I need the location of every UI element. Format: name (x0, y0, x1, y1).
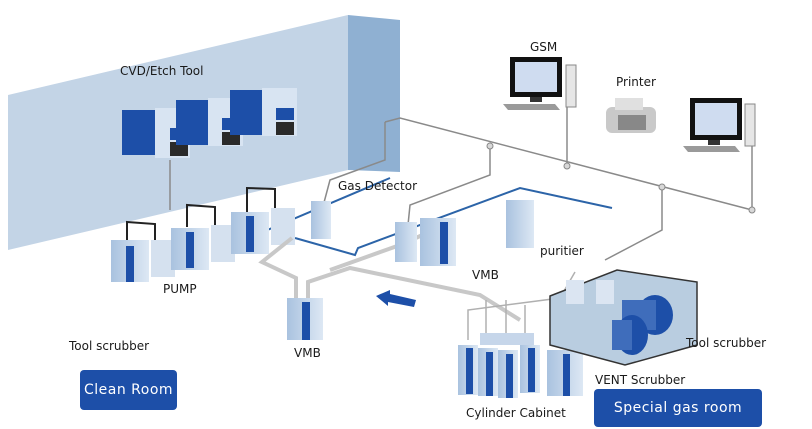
label-vent-scrubber: VENT Scrubber (595, 373, 686, 387)
vmb-center-cabinets (395, 218, 456, 266)
gsm-computer (503, 57, 577, 110)
workstation-computer (683, 98, 756, 152)
network-lines (169, 105, 753, 261)
flow-arrow (376, 290, 416, 307)
special-gas-room-badge: Special gas room (594, 389, 762, 427)
clean-room-badge: Clean Room (80, 370, 177, 410)
label-pump: PUMP (163, 282, 197, 296)
cvd-etch-tools (122, 88, 297, 158)
label-tool-scrubber-left: Tool scrubber (69, 339, 150, 353)
junction-nodes (486, 142, 756, 214)
vmb-left-cabinet (287, 298, 323, 340)
pump-3 (231, 186, 295, 254)
label-cvd-etch-tool: CVD/Etch Tool (120, 64, 204, 78)
label-vmb-left: VMB (294, 346, 321, 360)
pump-1 (111, 220, 175, 282)
cvd-tool-3 (230, 88, 297, 136)
label-tool-scrubber-right: Tool scrubber (686, 336, 767, 350)
gas-detector-unit (311, 201, 331, 239)
pumps (111, 186, 295, 282)
label-vmb-center: VMB (472, 268, 499, 282)
printer-device (606, 98, 656, 133)
label-printer: Printer (616, 75, 656, 89)
pump-2 (171, 203, 235, 270)
label-cylinder-cabinet: Cylinder Cabinet (466, 406, 566, 420)
purifier-unit (506, 200, 534, 248)
label-purifier: puritier (540, 244, 584, 258)
special-gas-room-enclosure (549, 269, 698, 366)
label-gas-detector: Gas Detector (338, 179, 418, 193)
cylinder-cabinets (458, 333, 583, 398)
label-gsm: GSM (530, 40, 558, 54)
